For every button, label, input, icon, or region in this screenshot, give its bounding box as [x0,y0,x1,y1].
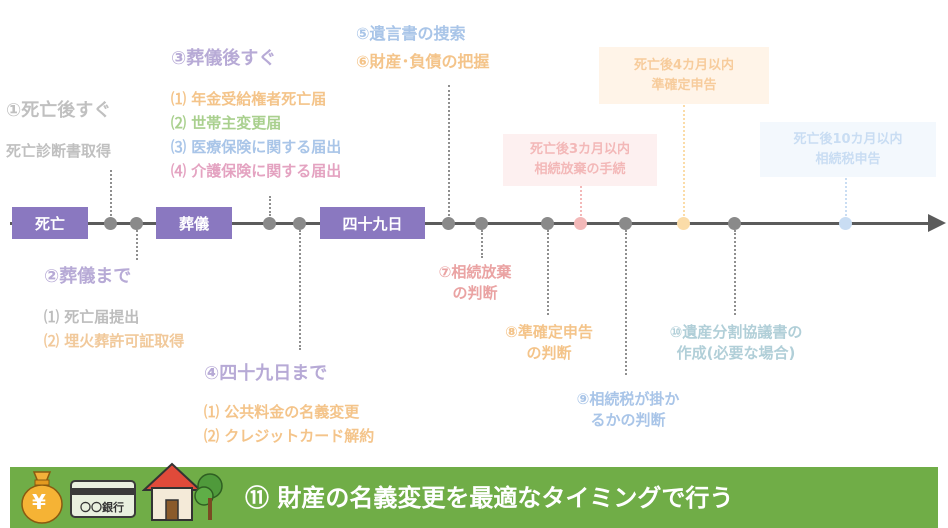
step5-heading: ⑤遺言書の捜索 [356,24,466,43]
step8-line-2: の判断 [526,344,572,362]
deadline-10-month-line-2: 相続税申告 [815,151,881,167]
connector-line [110,170,112,216]
step4-heading: ④四十九日まで [204,363,328,384]
timeline-dot-3-month [574,217,587,230]
timeline-dot [130,217,143,230]
timeline-dot [728,217,741,230]
step9-line-2: るかの判断 [590,411,666,429]
step2-heading: ②葬儀まで [44,266,132,287]
banner-title: ⑪ 財産の名義変更を最適なタイミングで行う [245,484,734,512]
timeline-dot [619,217,632,230]
timeline-dot [475,217,488,230]
step3-item-2: ⑵ 世帯主変更届 [171,114,282,132]
timeline-dot [263,217,276,230]
connector-line [269,196,271,216]
step7-label: ⑦相続放棄 の判断 [420,261,530,303]
step8-line-1: ⑧準確定申告 [505,323,593,341]
house-icon [141,460,224,524]
timeline-dot [104,217,117,230]
step8-label: ⑧準確定申告 の判断 [484,321,614,363]
pill-49th-day: 四十九日 [320,207,425,239]
timeline-dot-10-month [839,217,852,230]
step3-item-4: ⑷ 介護保険に関する届出 [171,162,342,180]
connector-line [481,230,483,258]
timeline-arrow-icon [928,214,946,232]
connector-line [136,230,138,260]
step3-item-1: ⑴ 年金受給権者死亡届 [171,90,327,108]
step9-label: ⑨相続税が掛か るかの判断 [548,388,708,430]
step4-item-1: ⑴ 公共料金の名義変更 [204,403,360,421]
step6-heading: ⑥財産･負債の把握 [356,52,490,71]
bank-card-text: 〇〇銀行 [80,501,124,514]
deadline-10-month-box: 死亡後10カ月以内 相続税申告 [760,122,936,177]
step2-item-2: ⑵ 埋火葬許可証取得 [44,332,185,350]
pill-death: 死亡 [12,207,88,239]
step10-label: ⑩遺産分割協議書の 作成(必要な場合) [636,321,836,363]
step9-line-1: ⑨相続税が掛か [576,390,680,408]
connector-line [683,105,685,216]
step1-item: 死亡診断書取得 [6,142,112,160]
timeline-dot [442,217,455,230]
step3-item-3: ⑶ 医療保険に関する届出 [171,138,342,156]
deadline-4-month-line-2: 準確定申告 [651,77,717,93]
step1-heading: ①死亡後すぐ [6,100,112,121]
deadline-4-month-box: 死亡後4カ月以内 準確定申告 [599,47,769,104]
step3-heading: ③葬儀後すぐ [171,48,277,69]
connector-line [625,230,627,375]
timeline-dot [293,217,306,230]
connector-line [845,178,847,216]
deadline-3-month-line-1: 死亡後3カ月以内 [529,142,631,157]
step10-line-1: ⑩遺産分割協議書の [669,323,803,341]
timeline-dot-4-month [677,217,690,230]
step7-line-2: の判断 [452,284,498,302]
money-bag-icon: ¥ [20,466,64,524]
connector-line [734,230,736,315]
connector-line [580,186,582,216]
connector-line [299,230,301,350]
step4-item-2: ⑵ クレジットカード解約 [204,427,375,445]
bank-card-icon: 〇〇銀行 [70,480,136,518]
connector-line [547,230,549,315]
timeline-axis [10,222,930,225]
deadline-3-month-line-2: 相続放棄の手続 [534,162,626,177]
step2-item-1: ⑴ 死亡届提出 [44,308,140,326]
step7-line-1: ⑦相続放棄 [438,263,512,281]
timeline-dot [541,217,554,230]
step10-line-2: 作成(必要な場合) [676,344,796,362]
deadline-4-month-line-1: 死亡後4カ月以内 [633,57,735,73]
connector-line [448,85,450,216]
deadline-10-month-line-1: 死亡後10カ月以内 [793,131,903,147]
deadline-3-month-box: 死亡後3カ月以内 相続放棄の手続 [503,134,657,186]
money-bag-symbol: ¥ [32,490,46,514]
pill-funeral: 葬儀 [156,207,232,239]
